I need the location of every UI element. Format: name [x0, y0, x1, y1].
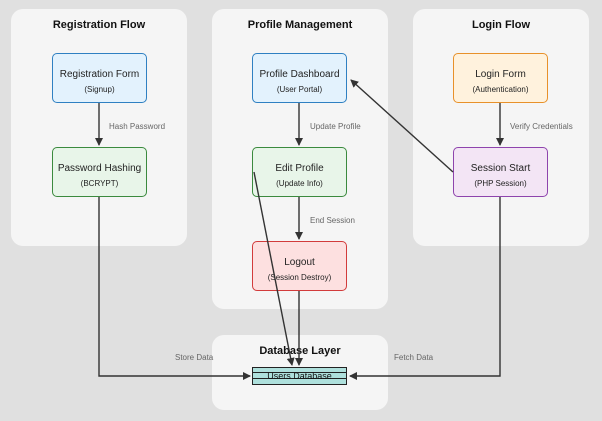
logout-sublabel: (Session Destroy)	[267, 273, 332, 282]
profile-dashboard-node[interactable]: Profile Dashboard (User Portal)	[252, 53, 347, 103]
registration-form-node[interactable]: Registration Form (Signup)	[52, 53, 147, 103]
session-start-sublabel: (PHP Session)	[474, 179, 527, 188]
registration-form-sublabel: (Signup)	[84, 85, 115, 94]
database-layer-title: Database Layer	[259, 345, 341, 357]
hash-password-label: Hash Password	[109, 122, 166, 131]
login-form-node[interactable]: Login Form (Authentication)	[453, 53, 548, 103]
password-hashing-node[interactable]: Password Hashing (BCRYPT)	[52, 147, 147, 197]
login-flow-title: Login Flow	[471, 19, 531, 31]
profile-dashboard-sublabel: (User Portal)	[276, 85, 323, 94]
users-database-node[interactable]: Users Database	[252, 367, 347, 385]
database-row-divider	[253, 372, 346, 373]
registration-form-label: Registration Form	[59, 69, 140, 80]
edit-profile-sublabel: (Update Info)	[276, 179, 323, 188]
update-profile-label: Update Profile	[310, 122, 361, 131]
password-hashing-sublabel: (BCRYPT)	[80, 179, 119, 188]
session-start-node[interactable]: Session Start (PHP Session)	[453, 147, 548, 197]
edit-profile-label: Edit Profile	[275, 163, 324, 174]
profile-management-title: Profile Management	[247, 19, 353, 31]
login-form-sublabel: (Authentication)	[472, 85, 529, 94]
edge-edit-profile-to-database	[253, 171, 295, 366]
login-form-label: Login Form	[475, 69, 526, 80]
store-data-label: Store Data	[175, 353, 214, 362]
logout-node[interactable]: Logout (Session Destroy)	[252, 241, 347, 291]
login-flow-panel: Login Flow	[413, 9, 589, 246]
edge-session-to-dashboard	[350, 79, 454, 173]
registration-flow-title: Registration Flow	[52, 19, 146, 31]
database-row-divider	[253, 378, 346, 379]
password-hashing-label: Password Hashing	[57, 163, 142, 174]
edit-profile-node[interactable]: Edit Profile (Update Info)	[252, 147, 347, 197]
verify-credentials-label: Verify Credentials	[510, 122, 573, 131]
session-start-label: Session Start	[470, 163, 531, 174]
users-database-label: Users Database	[267, 371, 332, 381]
edge-store-data	[98, 197, 251, 380]
edge-fetch-data	[349, 197, 501, 380]
profile-dashboard-label: Profile Dashboard	[259, 69, 340, 80]
end-session-label: End Session	[310, 216, 355, 225]
logout-label: Logout	[284, 257, 315, 268]
fetch-data-label: Fetch Data	[394, 353, 434, 362]
